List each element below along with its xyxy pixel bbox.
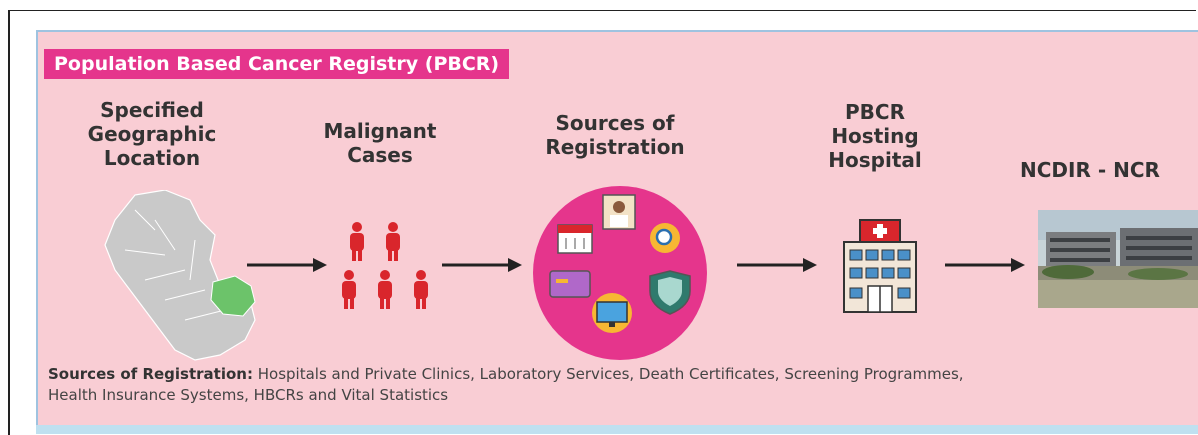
footnote-line-2: Health Insurance Systems, HBCRs and Vita… [48, 386, 449, 404]
arrow-icon [737, 258, 817, 272]
calendar-icon [557, 224, 593, 254]
people-icon [342, 222, 428, 309]
arrow-icon [247, 258, 327, 272]
footnote-line-1: Sources of Registration: Hospitals and P… [48, 364, 1193, 385]
id-card-icon [549, 270, 591, 298]
monitor-icon [592, 293, 632, 333]
stage-label-geographic: Specified Geographic Location [62, 98, 242, 170]
building-photo [1038, 210, 1198, 308]
sources-circle-icon [533, 186, 707, 360]
label-line: Geographic [87, 122, 217, 146]
doctor-icon [602, 194, 636, 230]
label-line: Hospital [828, 148, 922, 172]
stage-label-hospital: PBCR Hosting Hospital [805, 100, 945, 172]
stage-label-sources: Sources of Registration [530, 111, 700, 159]
shield-icon [649, 270, 691, 315]
label-line: Sources of [555, 111, 675, 135]
diagram-title: Population Based Cancer Registry (PBCR) [44, 49, 510, 79]
bottom-divider [36, 425, 1198, 434]
arrow-icon [442, 258, 522, 272]
search-icon [650, 223, 680, 253]
footnote-text-1: Hospitals and Private Clinics, Laborator… [257, 365, 964, 383]
map-icon [104, 190, 256, 361]
stage-label-malignant: Malignant Cases [300, 119, 460, 167]
footnote-heading: Sources of Registration: [48, 365, 253, 383]
arrow-icon [945, 258, 1025, 272]
hospital-icon [843, 219, 917, 313]
footnote: Sources of Registration: Hospitals and P… [48, 364, 1193, 406]
label-line: Cases [347, 143, 413, 167]
label-line: Malignant [323, 119, 437, 143]
stage-label-ncdir: NCDIR - NCR [1020, 158, 1198, 182]
outer-frame [8, 10, 1196, 435]
label-line: Registration [545, 135, 685, 159]
label-line: NCDIR - NCR [1020, 158, 1160, 182]
label-line: PBCR [845, 100, 905, 124]
label-line: Location [103, 146, 201, 170]
label-line: Hosting [831, 124, 919, 148]
label-line: Specified [100, 98, 204, 122]
